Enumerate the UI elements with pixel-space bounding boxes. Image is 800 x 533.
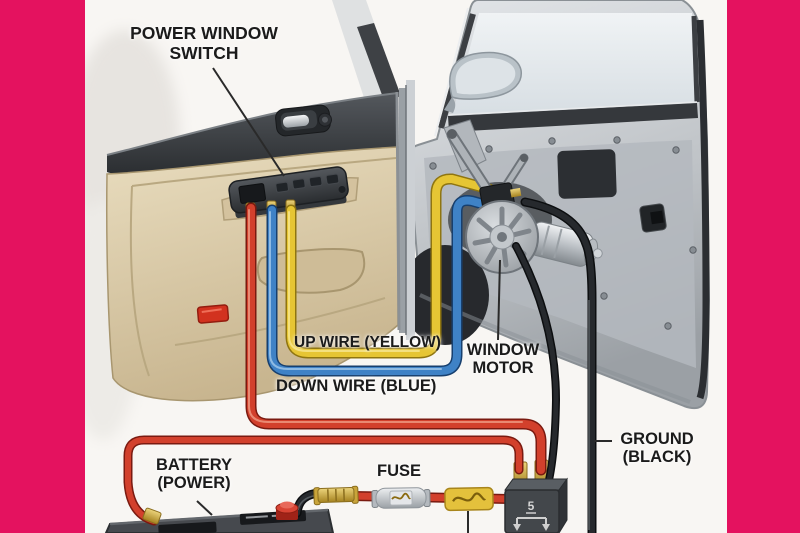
battery-positive-terminal xyxy=(275,501,299,520)
relay: 5 xyxy=(504,477,568,533)
window-frame-seal-right xyxy=(691,15,700,103)
label-fuse: FUSE xyxy=(377,462,422,480)
right-pink-border xyxy=(727,0,800,533)
switch-buttons xyxy=(275,173,340,193)
left-door-pillar xyxy=(357,23,401,103)
window-sill-slot xyxy=(448,103,698,132)
left-door xyxy=(106,91,401,402)
door-pull-pocket xyxy=(256,248,366,294)
access-opening xyxy=(557,149,617,199)
door-edge-seam xyxy=(395,91,401,331)
leader-switch xyxy=(212,67,285,177)
door-handle xyxy=(275,104,332,137)
up-wire-yellow xyxy=(285,173,495,359)
down-wire-blue xyxy=(266,195,503,377)
power-wire-red-battery xyxy=(123,435,524,526)
battery-negative-lug xyxy=(142,507,162,525)
label-window-motor: WINDOW MOTOR xyxy=(466,341,540,378)
fuse-holder xyxy=(371,487,431,509)
power-wire-red-switch xyxy=(245,202,547,476)
motor-loop-wire-black xyxy=(512,242,561,496)
label-ground: GROUND (BLACK) xyxy=(620,430,694,467)
panel-contour-left xyxy=(129,185,150,377)
label-up-wire: UP WIRE (YELLOW) xyxy=(294,334,441,351)
left-pink-border xyxy=(0,0,85,533)
panel-contour-bottom xyxy=(174,297,386,346)
weatherstrip-seal xyxy=(696,19,710,400)
window-glass xyxy=(452,13,697,116)
leader-lines xyxy=(196,67,612,533)
door-bottom-shadow xyxy=(419,293,691,404)
leader-battery xyxy=(196,500,213,516)
relay-marking: 5 xyxy=(528,499,535,513)
label-down-wire: DOWN WIRE (BLUE) xyxy=(276,377,437,395)
door-hinge-gap xyxy=(399,80,415,340)
door-reflector xyxy=(196,304,230,324)
sill-highlight xyxy=(448,101,698,116)
panel-contour-top xyxy=(131,157,397,187)
inline-brass-connector xyxy=(313,485,359,506)
fuse xyxy=(444,486,494,512)
handle-lever xyxy=(282,114,309,128)
side-mirror xyxy=(444,51,522,113)
leader-motor xyxy=(497,259,501,341)
door-latch xyxy=(639,203,667,233)
speaker-access-hole xyxy=(401,245,489,345)
switch-lock-window xyxy=(238,183,267,204)
ground-wire-black xyxy=(520,197,597,533)
label-power-window-switch: POWER WINDOW SWITCH xyxy=(130,23,278,63)
label-battery: BATTERY (POWER) xyxy=(155,456,233,493)
right-door xyxy=(401,0,711,410)
